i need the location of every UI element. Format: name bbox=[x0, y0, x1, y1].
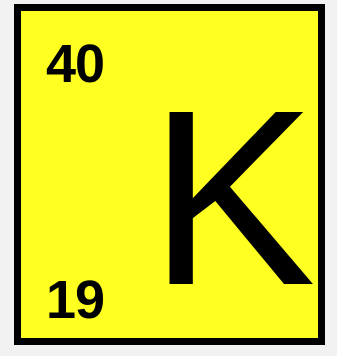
element-tile: 40 K 19 bbox=[14, 4, 325, 345]
atomic-number: 19 bbox=[46, 270, 105, 330]
mass-number: 40 bbox=[46, 34, 105, 94]
element-symbol: K bbox=[149, 58, 316, 337]
